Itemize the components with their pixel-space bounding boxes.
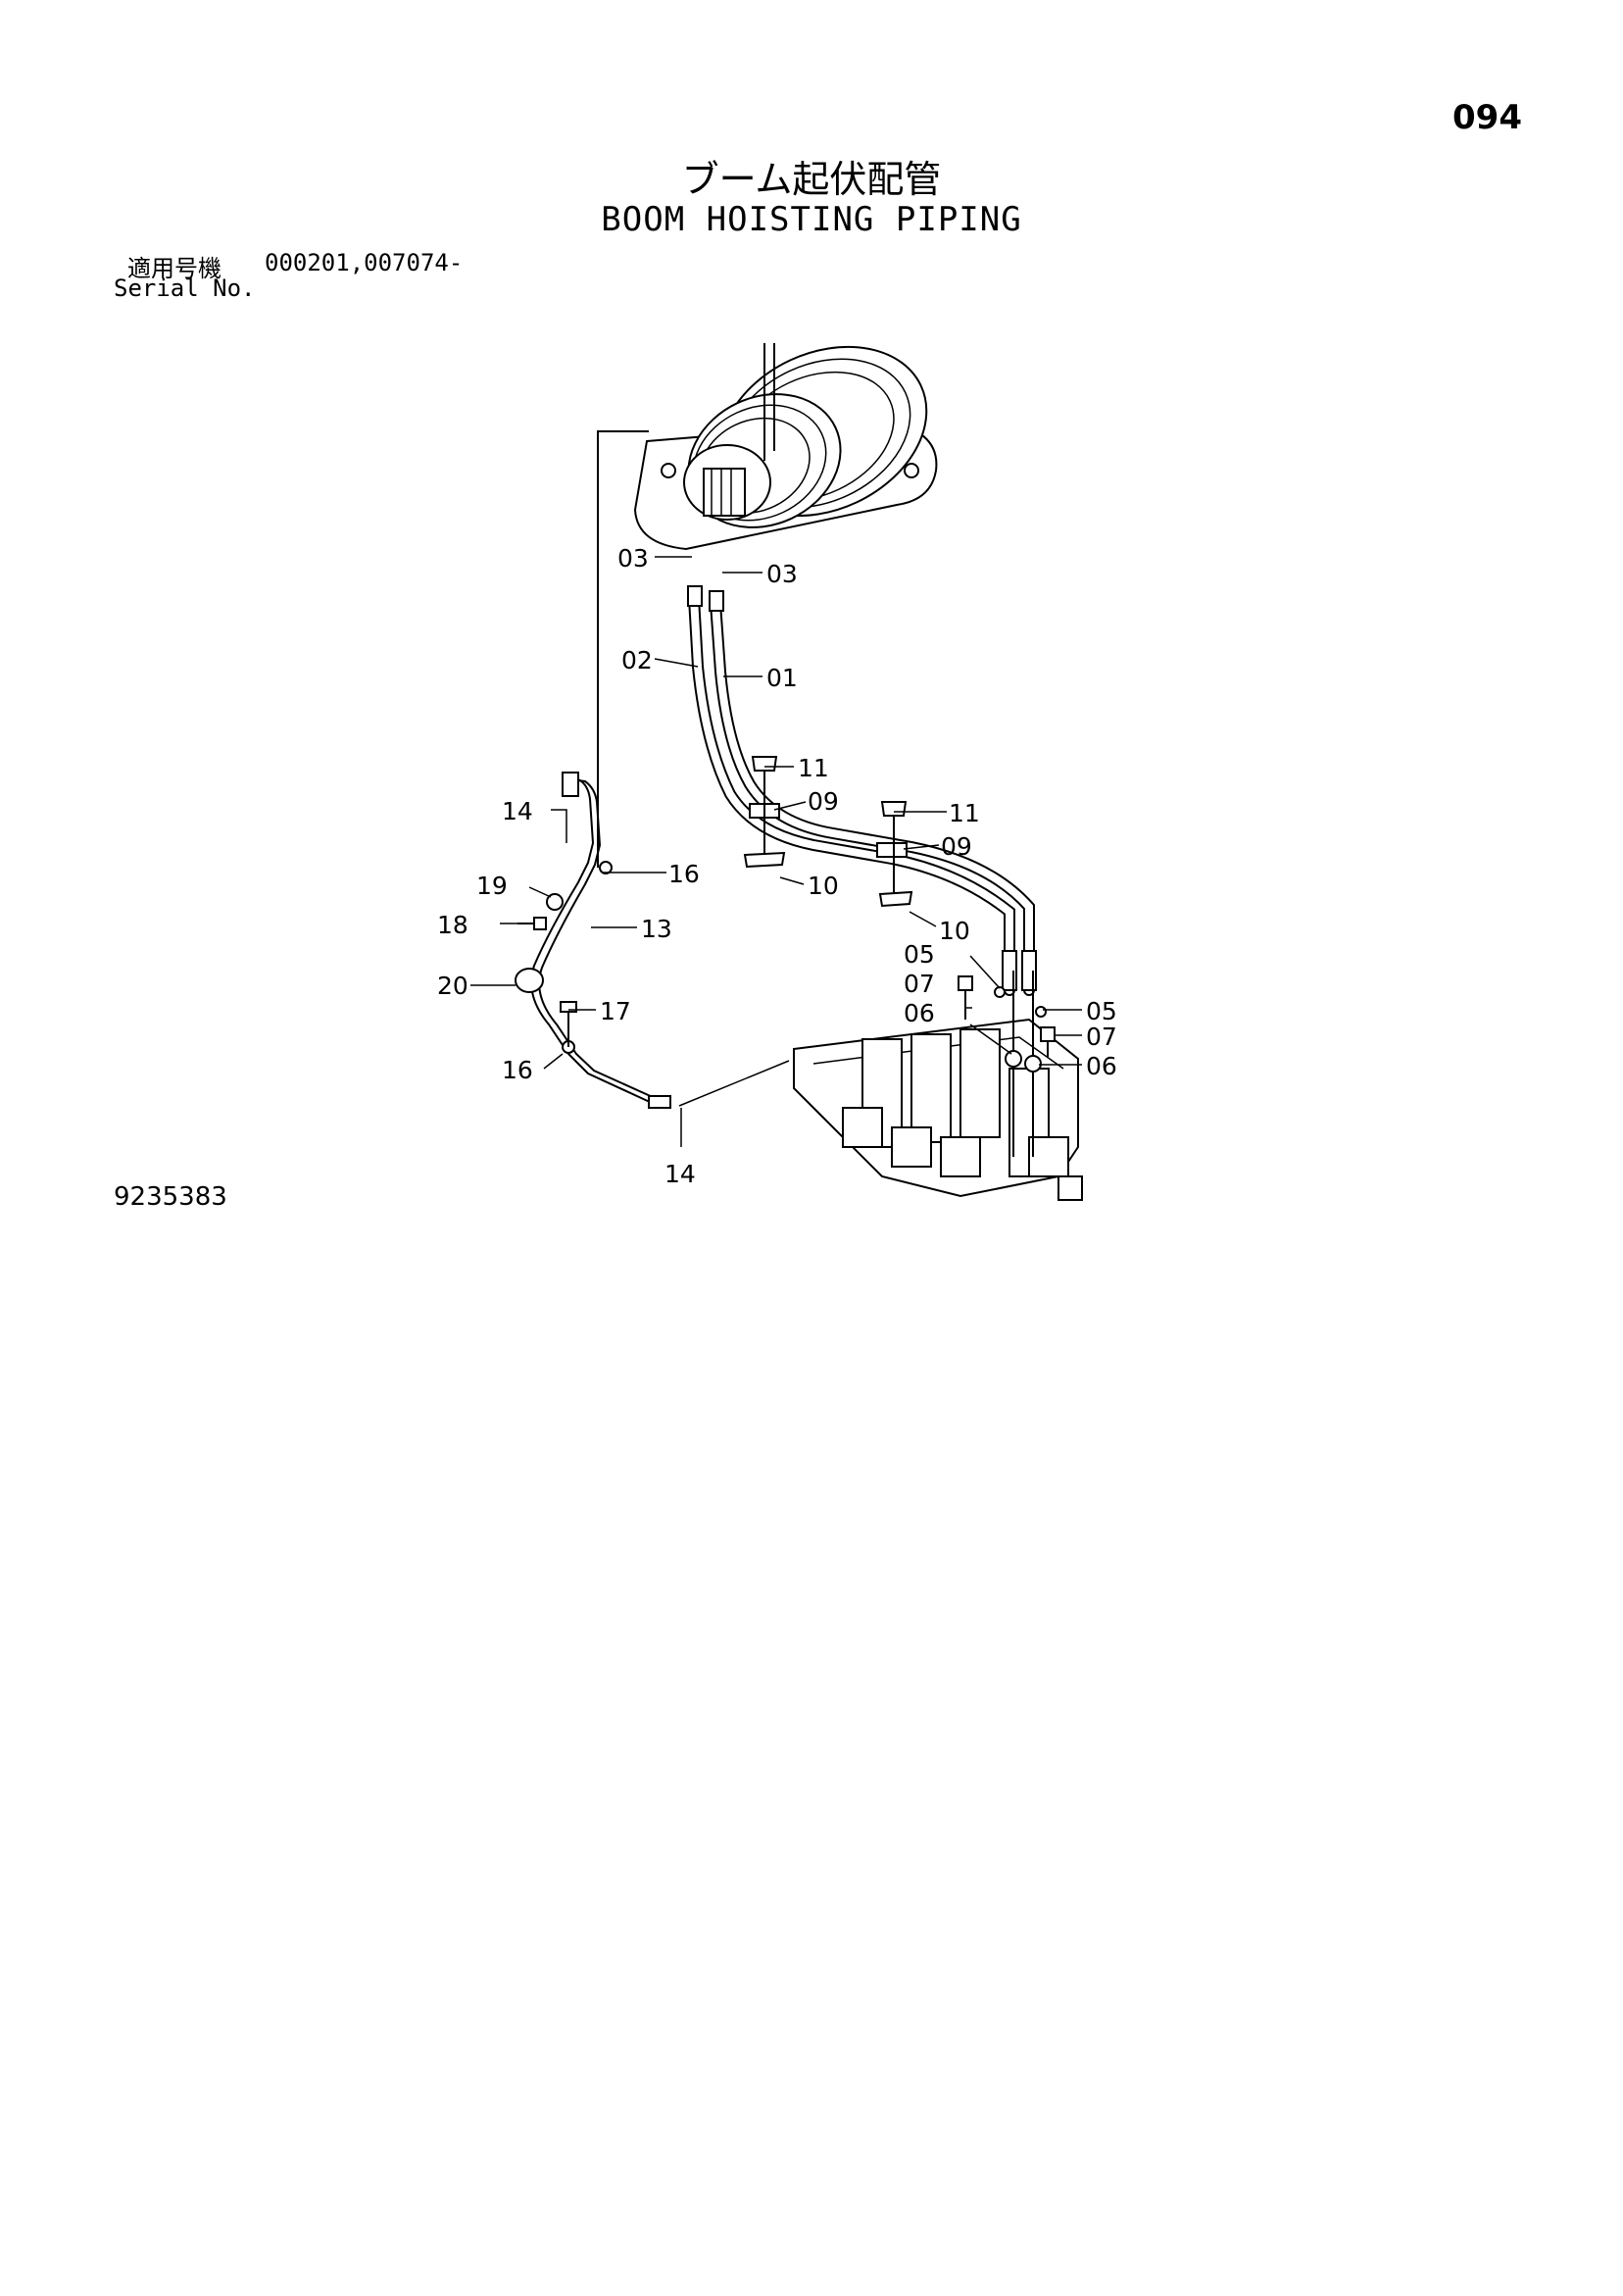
callout-06b: 06 bbox=[1086, 1052, 1117, 1080]
callout-09b: 09 bbox=[941, 832, 972, 861]
title-japanese: ブーム起伏配管 bbox=[681, 158, 942, 201]
callout-16a: 16 bbox=[668, 860, 700, 888]
callout-09a: 09 bbox=[808, 787, 839, 816]
callout-05b: 05 bbox=[1086, 997, 1117, 1025]
callout-14b: 14 bbox=[664, 1160, 696, 1188]
winch-motor-assembly bbox=[633, 343, 938, 551]
callout-labels: 03 03 02 01 11 09 11 09 10 10 14 16 19 1… bbox=[437, 544, 1117, 1188]
leader-lines bbox=[470, 556, 1082, 1070]
callout-03b: 03 bbox=[766, 560, 798, 588]
serial-values: 000201,007074- bbox=[265, 249, 464, 276]
hose-assembly bbox=[687, 585, 1037, 996]
callout-19: 19 bbox=[476, 872, 508, 900]
fittings-05-06-07 bbox=[958, 975, 1056, 1057]
serial-label-english: Serial No. bbox=[114, 275, 256, 302]
callout-11b: 11 bbox=[949, 799, 980, 827]
callout-05a: 05 bbox=[904, 940, 935, 969]
callout-02: 02 bbox=[621, 646, 653, 674]
title-english: BOOM HOISTING PIPING bbox=[601, 200, 1022, 239]
serial-label-japanese: 適用号機 bbox=[127, 255, 221, 282]
callout-14a: 14 bbox=[502, 797, 533, 825]
callout-03a: 03 bbox=[617, 544, 649, 573]
callout-07b: 07 bbox=[1086, 1023, 1117, 1051]
callout-17: 17 bbox=[600, 997, 631, 1025]
pilot-line bbox=[515, 772, 790, 1147]
callout-18: 18 bbox=[437, 911, 468, 939]
callout-11a: 11 bbox=[798, 754, 829, 782]
page-number: 094 bbox=[1452, 98, 1522, 137]
control-valve-block bbox=[793, 971, 1083, 1201]
callout-07a: 07 bbox=[904, 970, 935, 998]
callout-20: 20 bbox=[437, 972, 468, 1000]
callout-01: 01 bbox=[766, 664, 798, 692]
callout-06a: 06 bbox=[904, 999, 935, 1027]
callout-10a: 10 bbox=[808, 872, 839, 900]
drawing-number: 9235383 bbox=[114, 1182, 227, 1212]
callout-16b: 16 bbox=[502, 1056, 533, 1084]
callout-13: 13 bbox=[641, 915, 672, 943]
callout-10b: 10 bbox=[939, 917, 970, 945]
frame-outline bbox=[597, 430, 649, 868]
